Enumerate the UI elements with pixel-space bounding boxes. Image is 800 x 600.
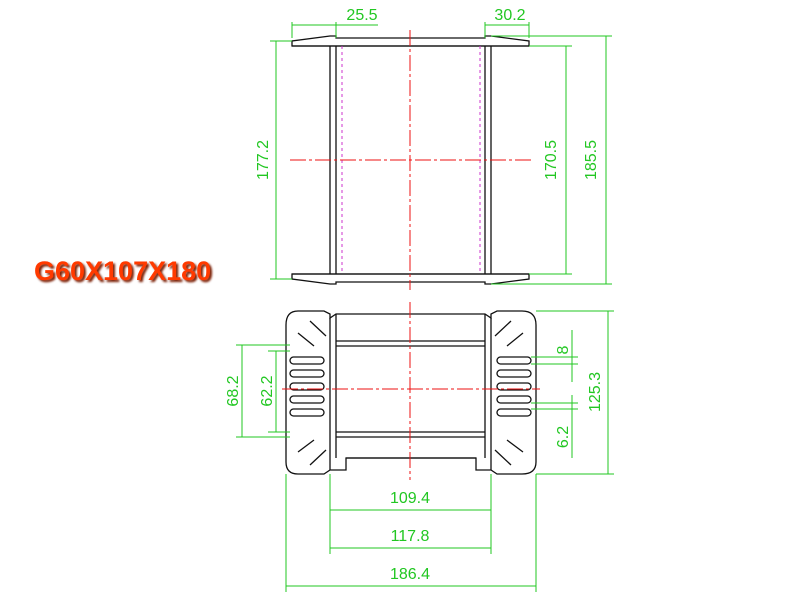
dim-label-185-5: 185.5 (583, 140, 600, 180)
model-label: G60X107X180 (34, 256, 212, 286)
dim-fin-span-outer: 68.2 (225, 344, 290, 438)
dim-overall-width: 186.4 (285, 474, 537, 592)
dim-height-left: 177.2 (255, 40, 292, 280)
dim-height-inner: 170.5 (529, 45, 572, 275)
dim-label-186-4: 186.4 (390, 566, 430, 583)
bottom-view: 68.2 62.2 8 6.2 125.3 (225, 302, 614, 592)
dim-fin-pitch: 8 (531, 330, 578, 382)
dim-flange-left: 25.5 (291, 7, 378, 38)
dim-fin-gap: 6.2 (531, 395, 578, 458)
bottom-centerlines (282, 302, 540, 480)
dim-label-170-5: 170.5 (543, 140, 560, 180)
dim-label-6-2: 6.2 (555, 426, 572, 448)
dim-label-109-4: 109.4 (390, 490, 430, 507)
bottom-outline (285, 310, 537, 475)
left-fins (289, 320, 327, 466)
dim-label-68-2: 68.2 (225, 375, 242, 406)
dim-fin-span-inner: 62.2 (259, 350, 290, 433)
dim-label-25-5: 25.5 (346, 7, 377, 24)
top-centerlines (290, 30, 531, 290)
dim-label-8: 8 (555, 345, 572, 354)
dim-label-30-2: 30.2 (494, 7, 525, 24)
dim-label-125-3: 125.3 (587, 372, 604, 412)
dim-slot-width: 117.8 (329, 516, 492, 554)
top-view: 25.5 30.2 177.2 170.5 185.5 (255, 7, 612, 290)
dim-label-117-8: 117.8 (391, 528, 430, 545)
dim-core-width: 109.4 (329, 474, 492, 516)
right-fins (494, 320, 532, 466)
dim-height-right: 185.5 (491, 35, 612, 285)
dim-label-177-2: 177.2 (255, 140, 272, 180)
dim-flange-right: 30.2 (484, 7, 530, 38)
dim-overall-height: 125.3 (536, 310, 614, 475)
dim-label-62-2: 62.2 (259, 375, 276, 406)
